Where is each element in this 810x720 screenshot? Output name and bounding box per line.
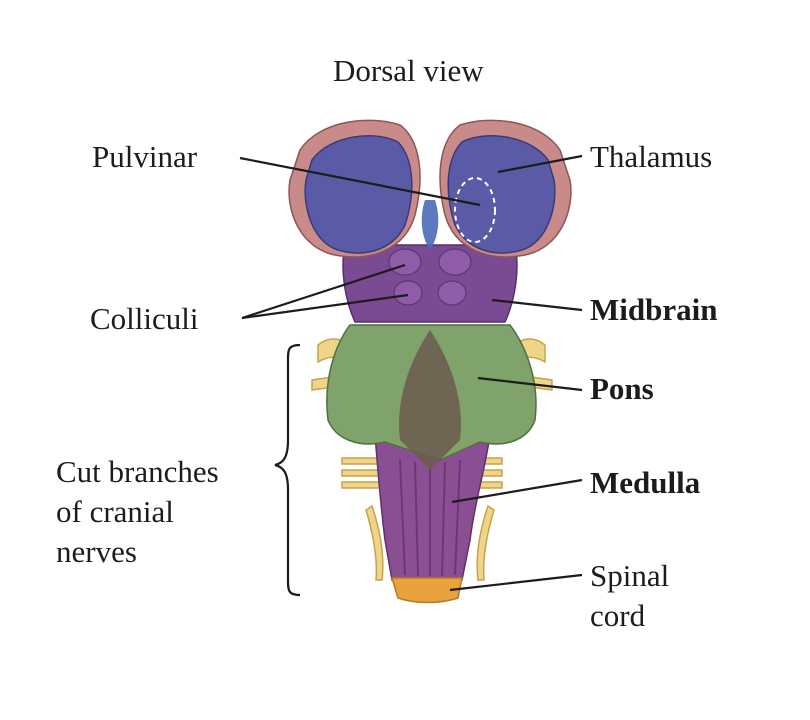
label-midbrain: Midbrain	[590, 292, 718, 327]
label-colliculi: Colliculi	[90, 301, 199, 336]
label-spinal-cord: Spinal cord	[590, 558, 670, 633]
thalamus-right	[439, 119, 572, 258]
label-medulla: Medulla	[590, 465, 701, 500]
label-pulvinar: Pulvinar	[92, 139, 198, 174]
label-thalamus: Thalamus	[590, 139, 713, 174]
thalamus-left	[288, 119, 421, 258]
medulla-ridges	[399, 459, 461, 577]
midbrain-shape	[342, 244, 518, 323]
colliculi-bumps	[388, 248, 472, 306]
label-cut-branches: Cut branches of cranial nerves	[56, 454, 219, 569]
pulvinar-outline	[454, 177, 496, 243]
spinal-cord-shape	[390, 577, 463, 604]
third-ventricle	[421, 200, 439, 250]
curly-brace	[274, 343, 301, 597]
leader-lines	[239, 154, 583, 592]
fourth-ventricle	[399, 330, 461, 470]
label-pons: Pons	[590, 371, 654, 406]
diagram-title: Dorsal view	[333, 53, 484, 88]
